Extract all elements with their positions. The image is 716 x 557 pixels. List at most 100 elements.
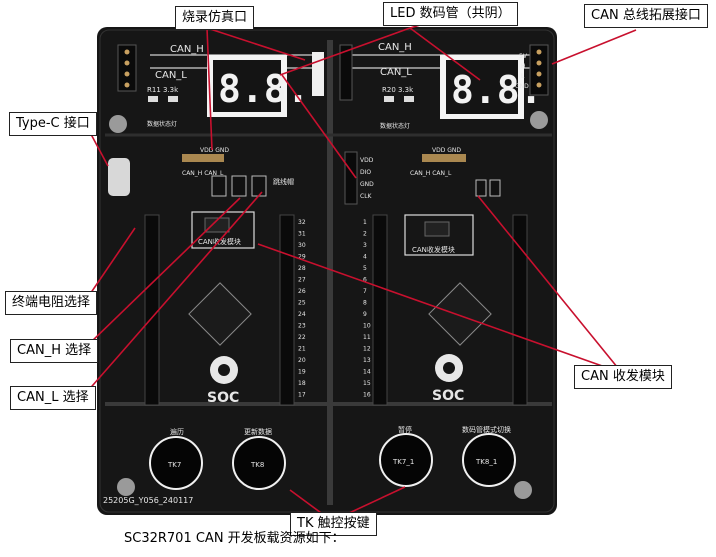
left-header-pin-23: 23 xyxy=(298,323,306,330)
callout-canh-sel: CAN_H 选择 xyxy=(10,339,99,363)
left-header-pin-28: 28 xyxy=(298,265,306,272)
svg-text:8.8.: 8.8. xyxy=(218,67,310,111)
svg-text:DIO: DIO xyxy=(360,169,371,176)
svg-text:CAN_H CAN_L: CAN_H CAN_L xyxy=(410,170,452,177)
silk-led-left: 数据状态灯 xyxy=(147,120,177,128)
left-header-pin-24: 24 xyxy=(298,311,306,318)
right-header-pin-7: 7 xyxy=(363,288,367,295)
left-header-pin-32: 32 xyxy=(298,219,306,226)
left-top-header xyxy=(117,44,137,92)
svg-text:数码管模式切换: 数码管模式切换 xyxy=(462,425,511,434)
svg-text:TK8_1: TK8_1 xyxy=(475,458,497,466)
svg-text:GND: GND xyxy=(360,181,374,188)
svg-text:跳线帽: 跳线帽 xyxy=(273,177,294,186)
annotation-lines xyxy=(84,16,637,522)
left-header-pin-21: 21 xyxy=(298,346,306,353)
silk-can-l-right: CAN_L xyxy=(380,67,412,78)
svg-text:5V: 5V xyxy=(519,53,528,60)
callout-can-ext: CAN 总线拓展接口 xyxy=(584,4,708,28)
silk-r20: R20 3.3k xyxy=(382,86,414,94)
right-header-pin-10: 10 xyxy=(363,323,371,330)
swd-header: VDD DIO GND CLK xyxy=(344,151,374,205)
silk-can-h-right: CAN_H xyxy=(378,42,412,53)
left-header-pin-25: 25 xyxy=(298,300,306,307)
silk-can-l-left: CAN_L xyxy=(155,70,187,81)
silk-r11: R11 3.3k xyxy=(147,86,179,94)
touch-pad-3: 暂停 TK7_1 xyxy=(379,425,433,487)
svg-text:GND: GND xyxy=(515,83,529,90)
callout-burn-port: 烧录仿真口 xyxy=(175,6,255,30)
left-header-pin-19: 19 xyxy=(298,369,306,376)
svg-text:CAN_H CAN_L: CAN_H CAN_L xyxy=(182,170,224,177)
svg-text:8.8.: 8.8. xyxy=(451,68,543,112)
seven-seg-right: 8.8. xyxy=(440,55,543,119)
svg-text:遍历: 遍历 xyxy=(170,427,184,436)
right-header-pin-9: 9 xyxy=(363,311,367,318)
svg-text:VDD: VDD xyxy=(360,157,374,164)
svg-text:TK7: TK7 xyxy=(167,461,181,469)
header-left-outer xyxy=(144,214,160,406)
svg-text:VDD GND: VDD GND xyxy=(200,147,229,154)
callout-led: LED 数码管（共阴） xyxy=(383,2,518,26)
screw-holes xyxy=(109,111,548,499)
left-header-pin-27: 27 xyxy=(298,277,306,284)
svg-text:SOC: SOC xyxy=(432,388,464,404)
left-header-pin-26: 26 xyxy=(298,288,306,295)
left-header-pin-31: 31 xyxy=(298,231,306,238)
mcu-right xyxy=(428,282,492,346)
soc-logo-left: SOC xyxy=(207,356,239,406)
right-header-pin-12: 12 xyxy=(363,346,371,353)
header-right-outer xyxy=(512,214,528,406)
silk-can-h-left: CAN_H xyxy=(170,44,204,55)
svg-text:TK8: TK8 xyxy=(250,461,264,469)
right-header-pin-16: 16 xyxy=(363,392,371,399)
right-header-pin-3: 3 xyxy=(363,242,367,249)
svg-text:VDD GND: VDD GND xyxy=(432,147,461,154)
svg-text:CAN收发模块: CAN收发模块 xyxy=(412,245,455,254)
header-right-inner xyxy=(372,214,388,406)
right-header-pin-8: 8 xyxy=(363,300,367,307)
right-header-pin-15: 15 xyxy=(363,380,371,387)
callout-can-module: CAN 收发模块 xyxy=(574,365,672,389)
svg-text:TK7_1: TK7_1 xyxy=(392,458,414,466)
touch-pad-1: 遍历 TK7 xyxy=(149,427,203,490)
svg-text:SOC: SOC xyxy=(207,390,239,406)
typec-connector xyxy=(108,158,130,196)
svg-text:L: L xyxy=(521,73,525,80)
right-header-pin-1: 1 xyxy=(363,219,367,226)
svg-text:更新数据: 更新数据 xyxy=(244,427,272,436)
left-header-pin-20: 20 xyxy=(298,357,306,364)
figure-caption: SC32R701 CAN 开发板载资源如下： xyxy=(124,531,345,546)
left-header-pin-17: 17 xyxy=(298,392,306,399)
mcu-left xyxy=(188,282,252,346)
header-left-inner xyxy=(279,214,295,406)
seven-seg-left: 8.8. xyxy=(207,55,310,117)
right-header-pin-13: 13 xyxy=(363,357,371,364)
serial-number: 25205G_Y056_240117 xyxy=(103,496,193,505)
callout-canl-sel: CAN_L 选择 xyxy=(10,386,96,410)
right-top-header xyxy=(529,44,549,96)
jumpers-left: 跳线帽 xyxy=(211,175,294,197)
callout-tk: TK 触控按键 xyxy=(290,512,377,536)
svg-text:H: H xyxy=(521,63,526,70)
right-header-pin-2: 2 xyxy=(363,231,367,238)
soc-logo-right: SOC xyxy=(432,354,464,404)
touch-pad-2: 更新数据 TK8 xyxy=(232,427,286,490)
jumpers-right xyxy=(475,179,501,197)
right-header-pin-14: 14 xyxy=(363,369,371,376)
left-header-pin-18: 18 xyxy=(298,380,306,387)
svg-text:暂停: 暂停 xyxy=(398,425,412,434)
right-header-pin-11: 11 xyxy=(363,334,371,341)
can-module-right: CAN收发模块 xyxy=(404,214,474,256)
right-header-pin-6: 6 xyxy=(363,277,367,284)
left-header-pin-29: 29 xyxy=(298,254,306,261)
callout-term: 终端电阻选择 xyxy=(5,291,98,315)
right-header-pin-4: 4 xyxy=(363,254,367,261)
left-header-pin-30: 30 xyxy=(298,242,306,249)
callout-typec: Type-C 接口 xyxy=(9,112,97,136)
touch-pad-4: 数码管模式切换 TK8_1 xyxy=(462,425,516,487)
left-header-pin-22: 22 xyxy=(298,334,306,341)
svg-text:CLK: CLK xyxy=(360,193,373,200)
